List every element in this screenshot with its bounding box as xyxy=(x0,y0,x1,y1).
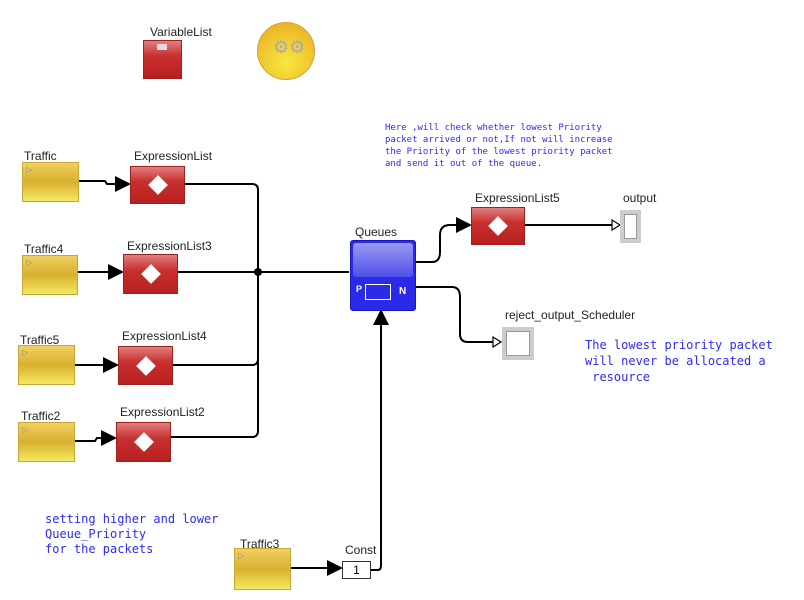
play-icon: ▷ xyxy=(26,165,33,174)
wire-const xyxy=(370,309,389,571)
play-icon: ▷ xyxy=(238,551,245,560)
expression-list3-label: ExpressionList3 xyxy=(127,239,212,253)
output-label: output xyxy=(623,191,657,205)
expression-list2-actor[interactable] xyxy=(116,422,171,462)
const-actor[interactable]: 1 xyxy=(342,561,371,579)
traffic-label: Traffic xyxy=(24,149,57,163)
wire-bus xyxy=(170,183,349,438)
comment-right: The lowest priority packet will never be… xyxy=(585,338,773,384)
const-label: Const xyxy=(345,543,377,557)
traffic3-actor[interactable]: ▷ xyxy=(234,548,291,590)
queue-port-p: P xyxy=(356,284,363,294)
wire-queues-reject xyxy=(415,286,500,343)
play-icon: ▷ xyxy=(26,258,33,267)
wire-queues-out xyxy=(415,217,472,263)
expression-list-actor[interactable] xyxy=(130,166,185,204)
expression-list2-label: ExpressionList2 xyxy=(120,405,205,419)
expression-list3-actor[interactable] xyxy=(123,254,178,294)
traffic2-label: Traffic2 xyxy=(21,409,61,423)
reject-output-label: reject_output_Scheduler xyxy=(505,308,636,322)
bus-node xyxy=(254,268,262,276)
traffic5-label: Traffic5 xyxy=(20,333,60,347)
queue-icon xyxy=(365,284,391,300)
variable-list-label: VariableList xyxy=(150,25,212,39)
wire-traffic2 xyxy=(74,430,117,446)
expression-list5-label: ExpressionList5 xyxy=(475,191,560,205)
director-gear-icon[interactable]: ⚙⚙ xyxy=(257,22,315,80)
traffic3-label: Traffic3 xyxy=(240,537,280,551)
traffic2-actor[interactable]: ▷ xyxy=(18,422,75,462)
output-port[interactable] xyxy=(620,210,641,243)
play-icon: ▷ xyxy=(22,348,29,357)
expression-list-label: ExpressionList xyxy=(134,149,213,163)
comment-bottom: setting higher and lower Queue_Priority … xyxy=(45,512,219,556)
queues-actor[interactable]: P N xyxy=(350,240,416,311)
expression-list4-actor[interactable] xyxy=(118,346,173,385)
comment-top: Here ,will check whether lowest Priority… xyxy=(385,123,613,169)
traffic4-actor[interactable]: ▷ xyxy=(22,255,78,295)
play-icon: ▷ xyxy=(22,425,29,434)
traffic4-label: Traffic4 xyxy=(24,242,64,256)
variable-list-actor[interactable] xyxy=(143,40,182,79)
expression-list4-label: ExpressionList4 xyxy=(122,329,207,343)
queue-port-n: N xyxy=(399,286,407,297)
traffic5-actor[interactable]: ▷ xyxy=(18,345,75,385)
expression-list5-actor[interactable] xyxy=(471,207,525,245)
reject-output-port[interactable] xyxy=(502,327,534,360)
traffic-actor[interactable]: ▷ xyxy=(22,162,79,202)
queues-label: Queues xyxy=(355,225,398,239)
wire-traffic xyxy=(78,176,131,192)
